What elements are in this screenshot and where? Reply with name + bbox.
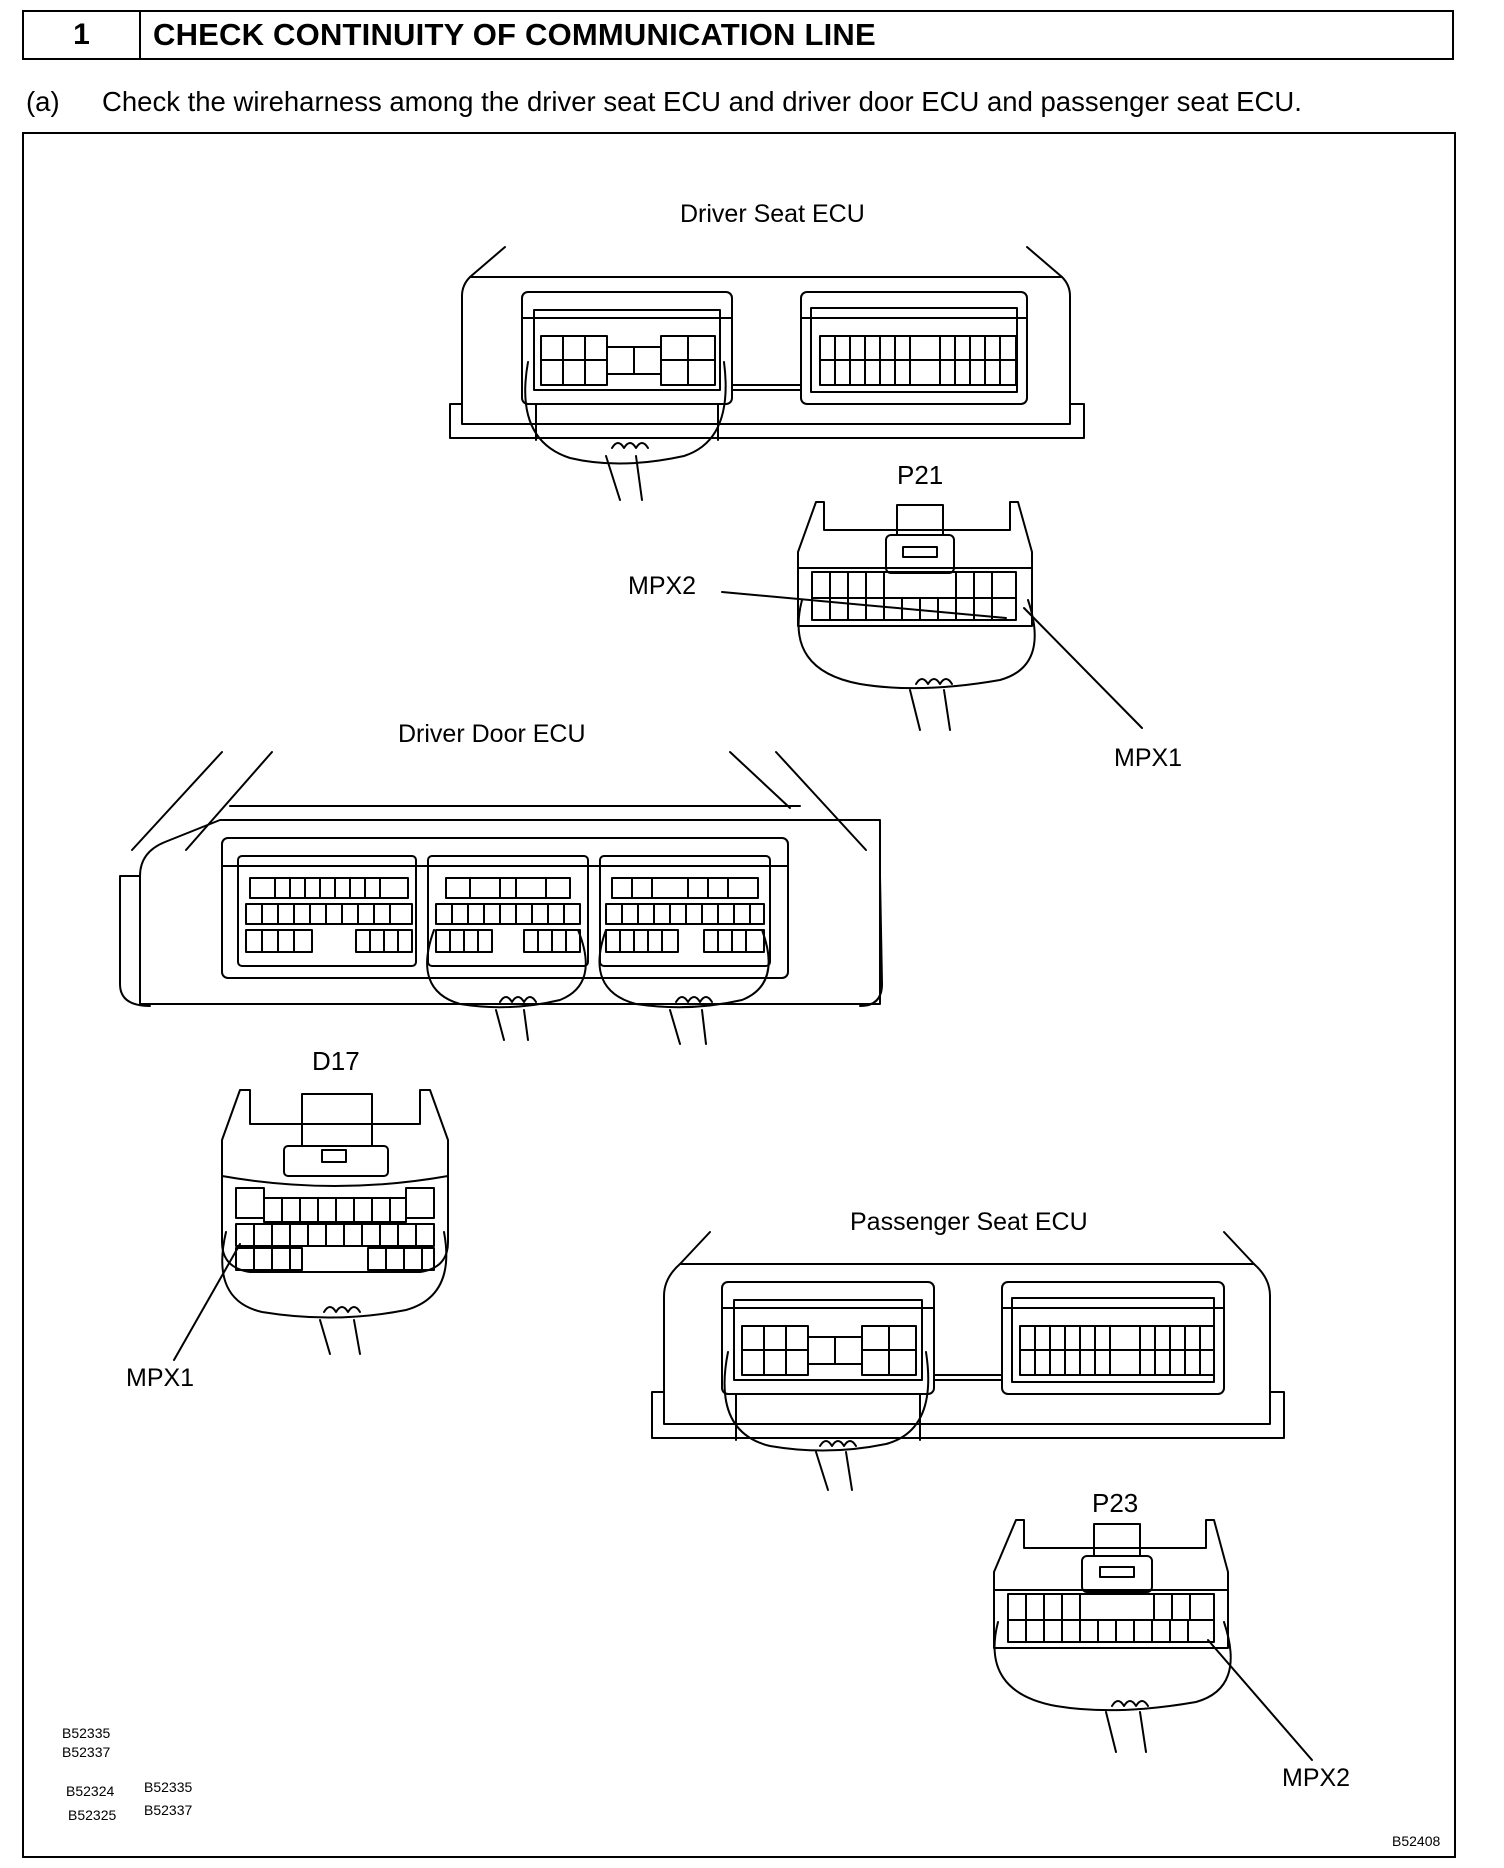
p21-mpx1-label: MPX1 [1114, 744, 1182, 772]
image-code-7: B52408 [1392, 1833, 1440, 1849]
driver-door-ecu-drawing [119, 751, 883, 1045]
driver-seat-ecu-drawing [449, 246, 1085, 501]
image-code-6: B52337 [144, 1802, 192, 1818]
image-code-2: B52337 [62, 1744, 110, 1760]
p21-connector-label: P21 [897, 460, 943, 490]
passenger-seat-ecu-label: Passenger Seat ECU [850, 1208, 1088, 1236]
instruction-label: (a) [26, 86, 60, 117]
image-code-4: B52325 [68, 1807, 116, 1823]
p23-mpx2-label: MPX2 [1282, 1764, 1350, 1792]
d17-connector-label: D17 [312, 1046, 360, 1076]
driver-seat-ecu-label: Driver Seat ECU [680, 200, 865, 228]
image-code-5: B52335 [144, 1779, 192, 1795]
step-title: CHECK CONTINUITY OF COMMUNICATION LINE [153, 17, 876, 52]
p23-connector-drawing [993, 1519, 1313, 1761]
image-code-3: B52324 [66, 1783, 114, 1799]
d17-connector-drawing [173, 1089, 449, 1361]
d17-mpx1-label: MPX1 [126, 1364, 194, 1392]
step-header: 1 CHECK CONTINUITY OF COMMUNICATION LINE [22, 10, 1454, 60]
p21-connector-drawing [721, 501, 1143, 731]
instruction: (a) Check the wireharness among the drive… [26, 86, 1466, 118]
p23-connector-label: P23 [1092, 1488, 1138, 1518]
image-code-1: B52335 [62, 1725, 110, 1741]
driver-door-ecu-label: Driver Door ECU [398, 720, 586, 748]
instruction-text: Check the wireharness among the driver s… [102, 86, 1302, 117]
passenger-seat-ecu-drawing [651, 1231, 1285, 1491]
figure-frame [22, 132, 1456, 1858]
p21-mpx2-label: MPX2 [628, 572, 696, 600]
step-number: 1 [24, 12, 141, 58]
